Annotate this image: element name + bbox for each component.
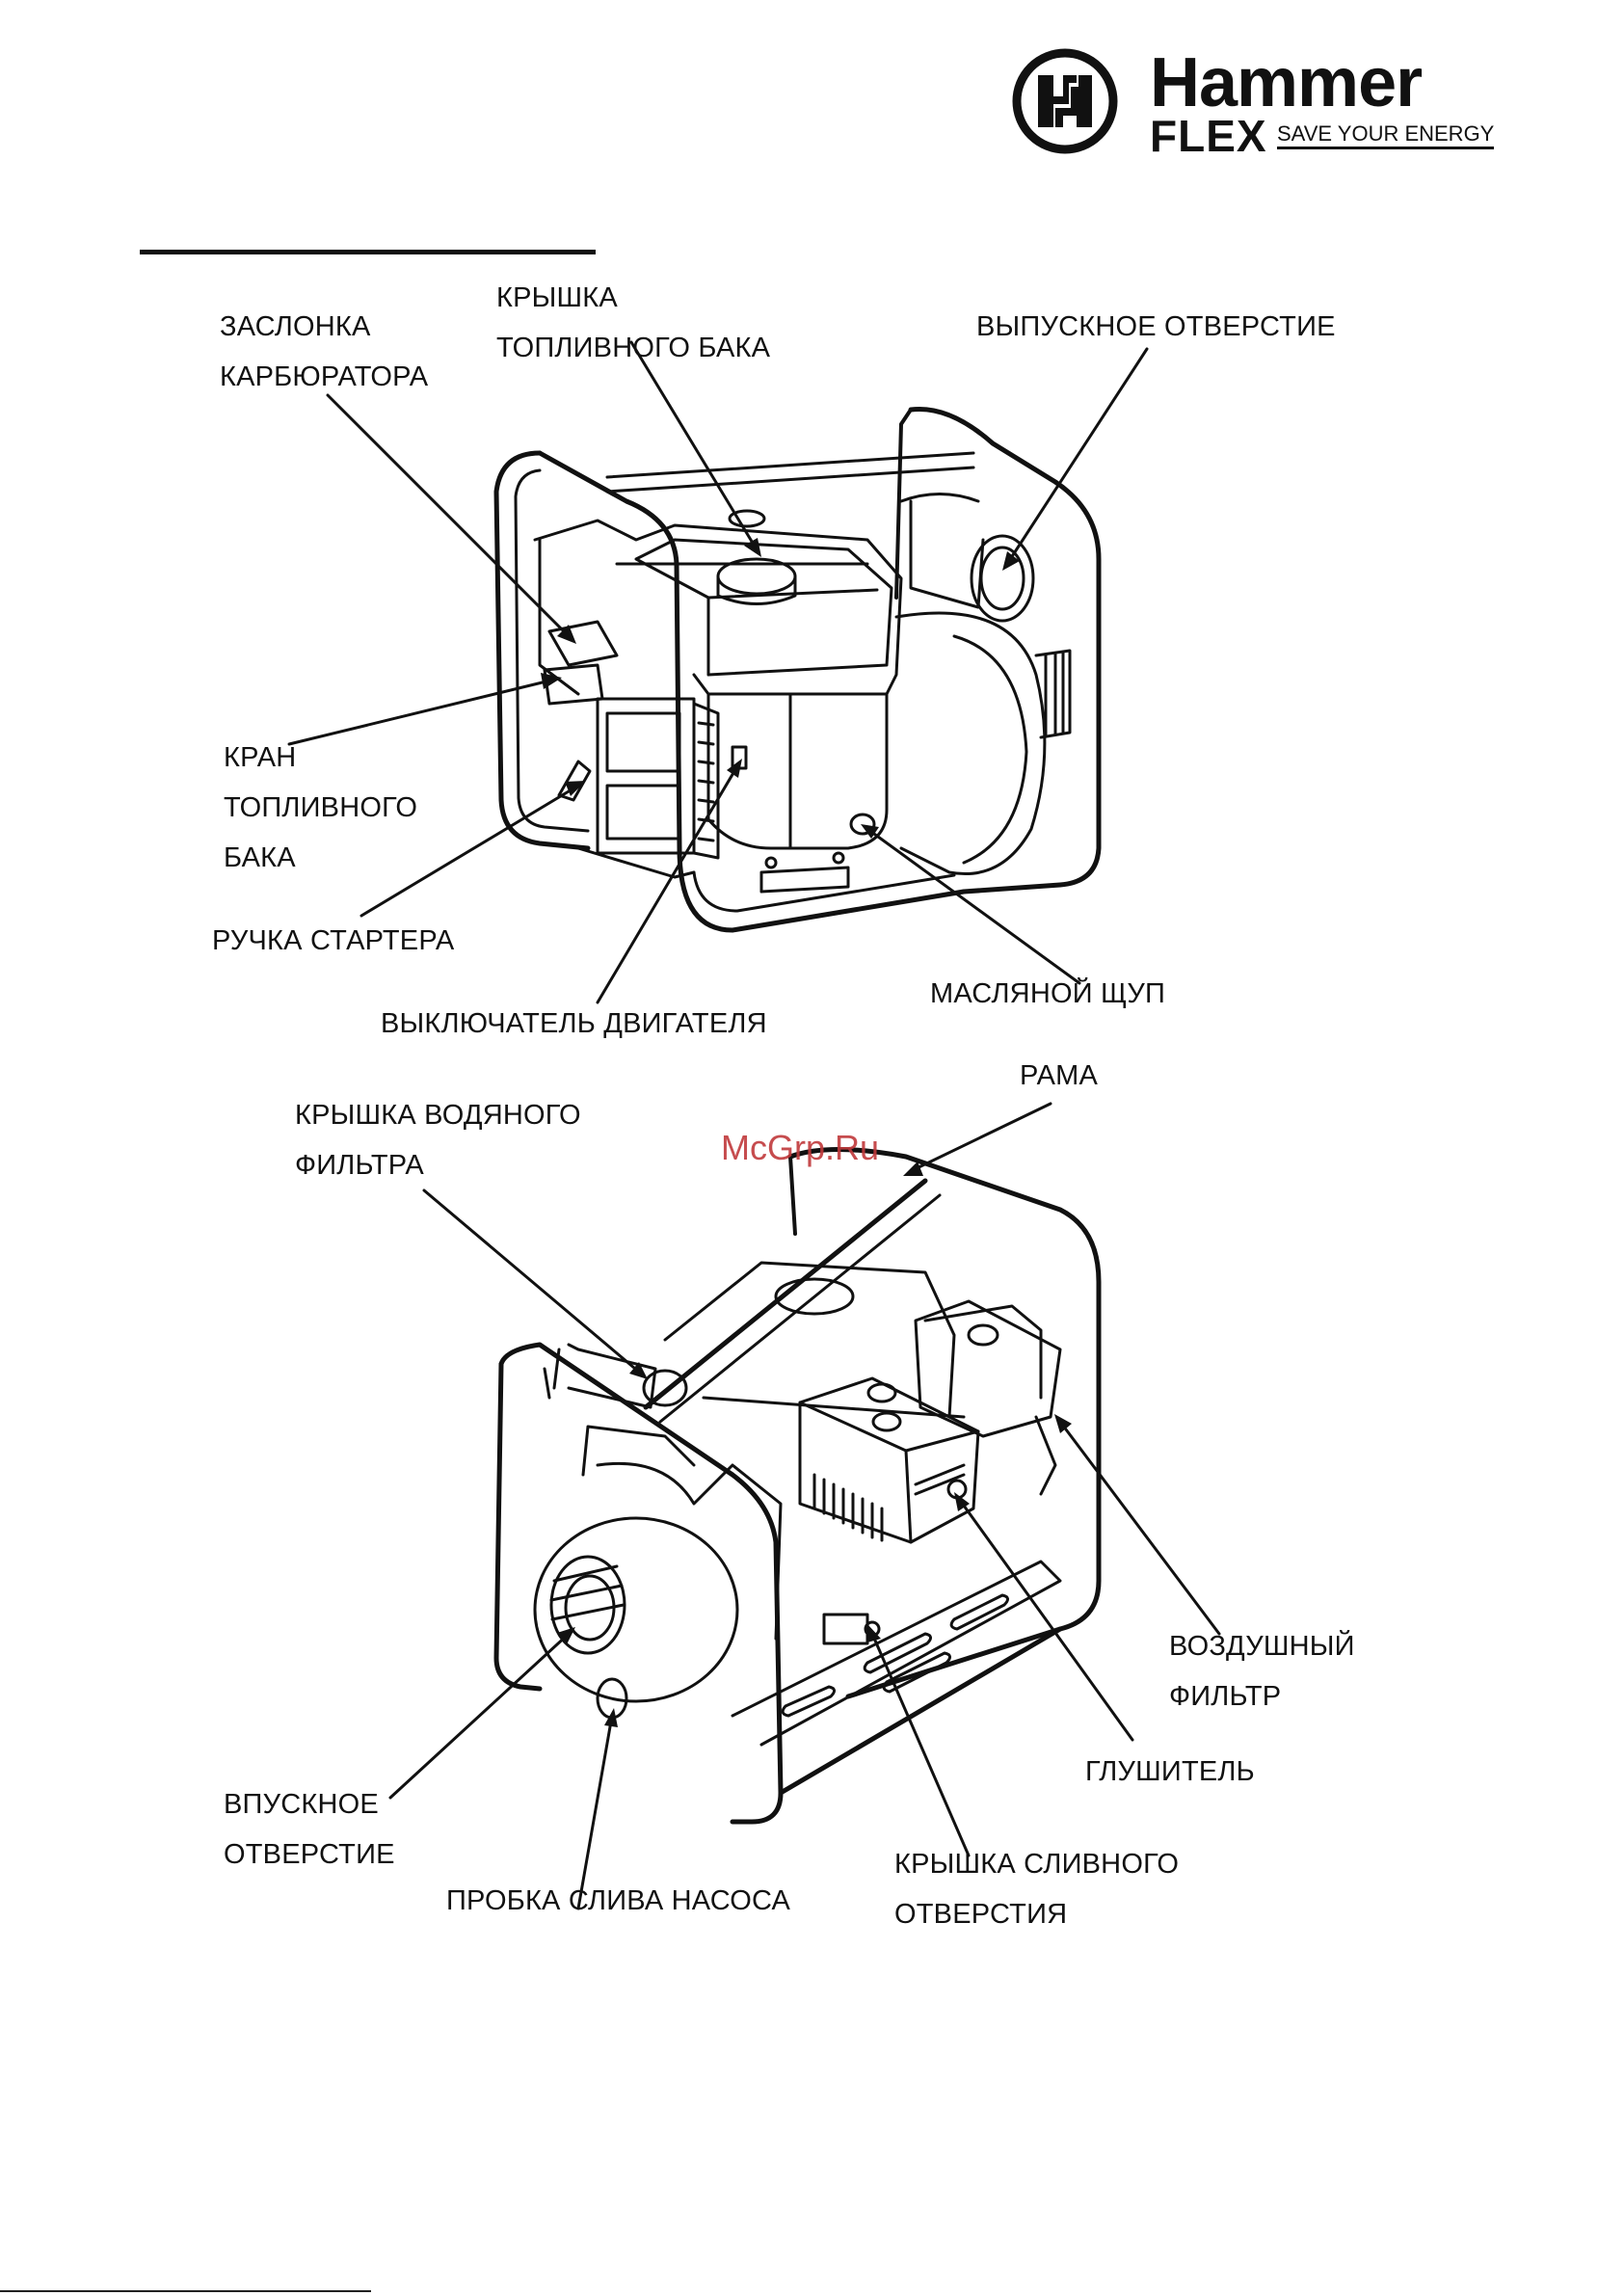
label-starter-handle: РУЧКА СТАРТЕРА bbox=[212, 916, 454, 966]
label-choke: ЗАСЛОНКА КАРБЮРАТОРА bbox=[220, 302, 428, 402]
pump-rear-drawing bbox=[496, 1150, 1099, 1823]
label-drain-cap: КРЫШКА СЛИВНОГО ОТВЕРСТИЯ bbox=[894, 1839, 1179, 1939]
label-inlet: ВПУСКНОЕ ОТВЕРСТИЕ bbox=[224, 1779, 395, 1880]
watermark-text: McGrp.Ru bbox=[721, 1128, 879, 1168]
label-air-filter: ВОЗДУШНЫЙ ФИЛЬТР bbox=[1169, 1621, 1355, 1722]
label-muffler: ГЛУШИТЕЛЬ bbox=[1085, 1747, 1255, 1797]
label-fuel-valve: КРАН ТОПЛИВНОГО БАКА bbox=[224, 733, 417, 883]
label-water-filter-cap: КРЫШКА ВОДЯНОГО ФИЛЬТРА bbox=[295, 1090, 581, 1190]
label-frame: РАМА bbox=[1020, 1051, 1098, 1101]
label-outlet: ВЫПУСКНОЕ ОТВЕРСТИЕ bbox=[976, 302, 1336, 352]
pump-front-drawing bbox=[496, 409, 1099, 930]
footer-rule bbox=[0, 2290, 371, 2292]
label-engine-switch: ВЫКЛЮЧАТЕЛЬ ДВИГАТЕЛЯ bbox=[381, 999, 767, 1049]
label-oil-dipstick: МАСЛЯНОЙ ЩУП bbox=[930, 969, 1165, 1019]
label-pump-drain-plug: ПРОБКА СЛИВА НАСОСА bbox=[446, 1876, 790, 1926]
label-fuel-cap: КРЫШКА ТОПЛИВНОГО БАКА bbox=[496, 273, 770, 373]
